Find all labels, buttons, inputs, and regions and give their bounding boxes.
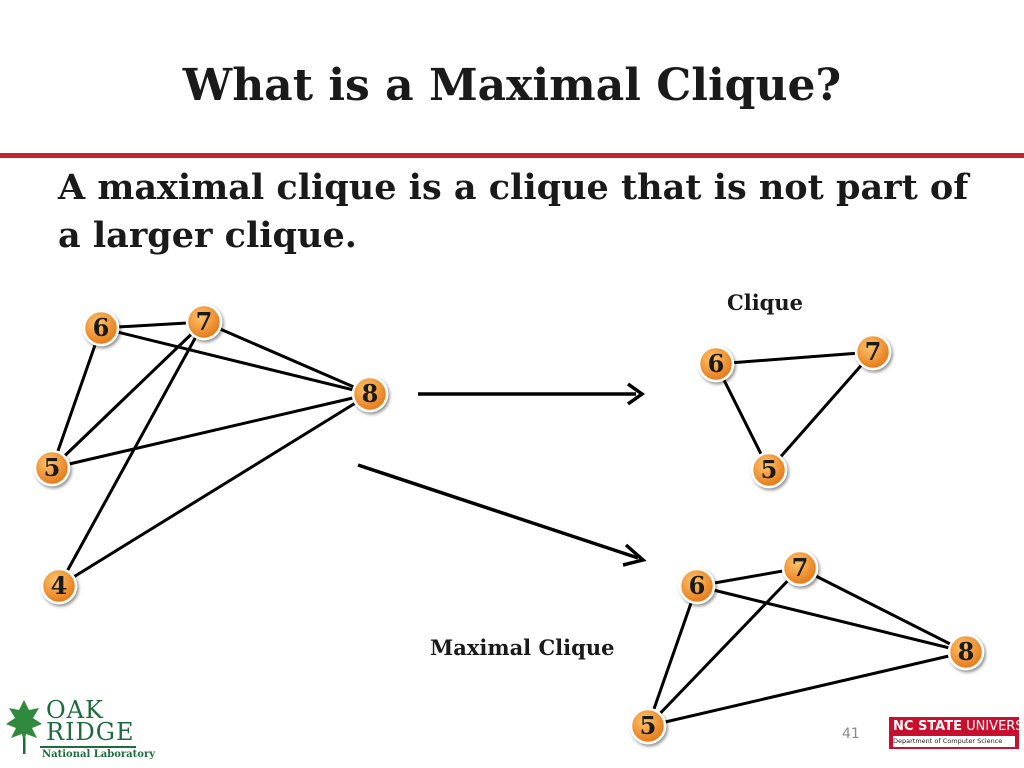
- original-edge-7-5: [50, 320, 206, 470]
- maximal-clique-node-8: 8: [947, 633, 985, 671]
- ncsu-name: NC STATE UNIVERSITY: [893, 719, 1024, 734]
- original-node-label-7: 7: [196, 307, 213, 336]
- original-node-7: 7: [185, 303, 223, 341]
- original-node-label-4: 4: [51, 571, 68, 600]
- maximal-clique-node-circle-5: [629, 707, 667, 745]
- maximal-clique-node-label-6: 6: [689, 571, 706, 600]
- clique-node-circle-5: [750, 451, 788, 489]
- original-node-circle-8: [351, 375, 389, 413]
- ornl-rule: [40, 746, 136, 748]
- original-edge-6-5: [50, 327, 103, 469]
- original-edge-8-5: [51, 392, 371, 470]
- arrow-to-maximal-clique: [357, 463, 639, 560]
- maximal-clique-node-circle-8: [947, 633, 985, 671]
- original-node-label-5: 5: [44, 453, 61, 482]
- original-edge-8-4: [58, 392, 371, 588]
- maximal-clique-node-circle-6: [678, 567, 716, 605]
- maximal-clique-edge-7-8: [799, 566, 967, 654]
- maximal-clique-edge-6-8: [696, 584, 967, 654]
- maximal-clique-node-5: 5: [629, 707, 667, 745]
- clique-edge-7-5: [767, 351, 875, 471]
- ncsu-name-rest: UNIVERSITY: [966, 719, 1024, 734]
- maximal-clique-edge-7-5: [646, 566, 802, 728]
- original-edge-7-8: [203, 320, 371, 396]
- maximal-clique-edge-8-5: [647, 650, 967, 728]
- ornl-name-line2: RIDGE: [46, 718, 135, 746]
- ncsu-department: Department of Computer Science: [893, 736, 1015, 747]
- maximal-clique-node-label-5: 5: [640, 711, 657, 740]
- original-node-8: 8: [351, 375, 389, 413]
- maximal-clique-node-circle-7: [781, 549, 819, 587]
- nodes-layer: 6 7 8 5 4 6 7 5 6 7 8 5: [33, 303, 985, 745]
- clique-node-circle-7: [854, 333, 892, 371]
- original-node-5: 5: [33, 449, 71, 487]
- original-node-6: 6: [82, 309, 120, 347]
- maximal-clique-edge-6-5: [646, 585, 699, 727]
- page-number: 41: [842, 726, 860, 742]
- arrows-layer: [357, 382, 647, 567]
- ornl-name-line1: OAK: [46, 696, 104, 724]
- original-node-circle-6: [82, 309, 120, 347]
- clique-node-7: 7: [854, 333, 892, 371]
- clique-node-label-6: 6: [708, 349, 725, 378]
- clique-node-label-7: 7: [865, 337, 882, 366]
- clique-edge-6-7: [715, 350, 874, 366]
- maximal-clique-node-label-7: 7: [792, 553, 809, 582]
- original-node-circle-5: [33, 449, 71, 487]
- oak-leaf-icon: [6, 700, 42, 754]
- original-node-circle-7: [185, 303, 223, 341]
- slide-title: What is a Maximal Clique?: [182, 60, 842, 111]
- clique-node-circle-6: [697, 345, 735, 383]
- ornl-subtitle: National Laboratory: [42, 749, 156, 760]
- maximal-clique-node-7: 7: [781, 549, 819, 587]
- original-node-label-6: 6: [93, 313, 110, 342]
- clique-node-5: 5: [750, 451, 788, 489]
- ncsu-logo: NC STATE UNIVERSITY Department of Comput…: [889, 717, 1024, 749]
- maximal-clique-node-6: 6: [678, 567, 716, 605]
- edges-layer: [50, 320, 967, 728]
- original-edge-6-8: [100, 326, 371, 396]
- clique-edge-6-5: [714, 363, 771, 471]
- title-rule: [0, 153, 1024, 158]
- maximal-clique-node-label-8: 8: [958, 637, 975, 666]
- definition-text: A maximal clique is a clique that is not…: [58, 167, 969, 256]
- clique-node-label-5: 5: [761, 455, 778, 484]
- maximal-clique-label: Maximal Clique: [430, 635, 615, 660]
- ornl-logo: OAK RIDGE National Laboratory: [4, 694, 155, 764]
- clique-node-6: 6: [697, 345, 735, 383]
- arrow-to-clique-head: [626, 382, 646, 406]
- original-edge-7-4: [57, 321, 206, 587]
- arrow-to-maximal-clique-head: [622, 543, 647, 567]
- original-node-4: 4: [40, 567, 78, 605]
- ncsu-name-bold: NC STATE: [893, 719, 962, 734]
- original-node-circle-4: [40, 567, 78, 605]
- original-node-label-8: 8: [362, 379, 379, 408]
- clique-label: Clique: [727, 290, 803, 315]
